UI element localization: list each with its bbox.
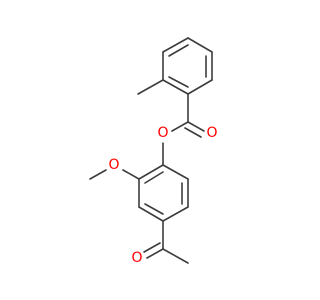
bond xyxy=(187,79,213,95)
bond xyxy=(138,164,164,180)
ester-oxygen-label: O xyxy=(157,125,168,141)
carbonyl-double-bond xyxy=(184,127,202,138)
acetyl-double-bond xyxy=(146,248,164,259)
acetyl-oxygen-label: O xyxy=(131,250,142,266)
carbonyl-oxygen-label: O xyxy=(206,125,217,141)
methoxy-oxygen-label: O xyxy=(108,157,119,173)
aromatic-bond xyxy=(168,44,189,57)
ester-bond xyxy=(171,121,189,132)
phenyl-ring xyxy=(138,164,189,222)
aromatic-bond xyxy=(168,76,189,88)
bond xyxy=(187,37,213,53)
toluoyl-ring xyxy=(162,37,213,95)
methoxy-methyl-bond xyxy=(89,169,107,180)
molecule-structure-diagram: O O O O xyxy=(89,37,218,266)
carbonyl-double-bond xyxy=(187,121,205,132)
acetyl-methyl-bond xyxy=(162,248,189,264)
bond xyxy=(162,206,189,222)
methoxy-bond xyxy=(122,169,140,180)
bond xyxy=(162,37,189,53)
bond xyxy=(162,79,189,95)
bond xyxy=(162,164,189,180)
acetyl-double-bond xyxy=(143,242,161,253)
methyl-bond xyxy=(137,79,164,95)
bond xyxy=(138,206,164,222)
aromatic-bond xyxy=(144,171,164,184)
aromatic-bond xyxy=(144,203,164,215)
